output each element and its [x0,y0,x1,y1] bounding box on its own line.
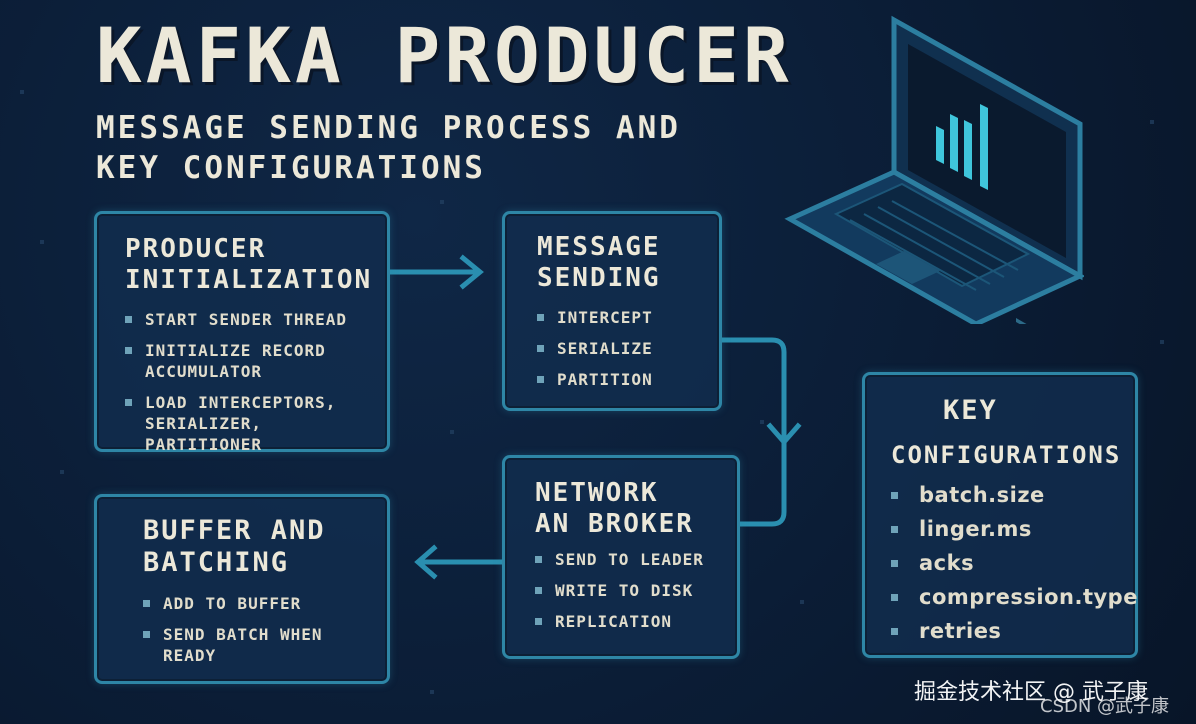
arrow-sending-to-network [719,337,787,439]
background-pixel [800,600,804,604]
arrowhead-sending-to-network [766,422,802,446]
background-pixel [20,90,24,94]
card-key-configurations: KEY CONFIGURATIONS batch.size linger.ms … [862,372,1138,658]
square-bullet-icon [535,556,542,564]
square-bullet-icon [125,399,132,407]
list-item: linger.ms [891,517,1135,541]
card-title-network-broker: NETWORK AN BROKER [535,478,694,539]
step-list: INTERCEPT SERIALIZE PARTITION [537,307,719,390]
list-item: INTERCEPT [537,307,719,328]
card-title-message-sending: MESSAGE SENDING [537,232,661,293]
chart-bars-icon [936,104,988,190]
list-item: retries [891,619,1135,643]
list-item: batch.size [891,483,1135,507]
card-title-key: KEY [943,395,998,426]
square-bullet-icon [125,347,132,355]
list-item: PARTITION [537,369,719,390]
square-bullet-icon [891,560,898,568]
background-pixel [1150,120,1154,124]
background-pixel [60,470,64,474]
square-bullet-icon [535,587,542,595]
list-item: compression.type [891,585,1137,609]
card-message-sending: MESSAGE SENDING INTERCEPT SERIALIZE PART… [502,211,722,411]
page-subtitle: MESSAGE SENDING PROCESS AND KEY CONFIGUR… [96,110,681,186]
watermark-juejin: 掘金技术社区 @ 武子康 [914,680,1148,705]
list-item: SEND BATCH WHEN READY [143,624,387,666]
card-title-buffer-batching: BUFFER AND BATCHING [143,515,326,578]
square-bullet-icon [891,492,898,500]
background-pixel [1160,340,1164,344]
square-bullet-icon [535,618,542,626]
list-item: REPLICATION [535,611,737,632]
square-bullet-icon [143,630,150,638]
square-bullet-icon [537,376,544,384]
list-item: SEND TO LEADER [535,549,737,570]
list-item: ADD TO BUFFER [143,593,387,614]
step-list: START SENDER THREAD INITIALIZE RECORD AC… [125,309,387,455]
background-pixel [440,200,444,204]
laptop-icon [784,15,1084,324]
card-title-configurations: CONFIGURATIONS [891,440,1122,469]
square-bullet-icon [891,526,898,534]
background-pixel [430,690,434,694]
card-producer-initialization: PRODUCER INITIALIZATION START SENDER THR… [94,211,390,455]
square-bullet-icon [891,594,898,602]
watermark-csdn: CSDN @武子康 [1040,696,1170,717]
config-list: batch.size linger.ms acks compression.ty… [891,483,1137,643]
list-item: INITIALIZE RECORD ACCUMULATOR [125,340,387,382]
square-bullet-icon [143,599,150,607]
list-item: WRITE TO DISK [535,580,737,601]
list-item: START SENDER THREAD [125,309,387,330]
background-pixel [40,240,44,244]
card-buffer-batching: BUFFER AND BATCHING ADD TO BUFFER SEND B… [94,494,390,684]
card-title-producer-initialization: PRODUCER INITIALIZATION [125,234,373,295]
square-bullet-icon [537,345,544,353]
card-network-broker: NETWORK AN BROKER SEND TO LEADER WRITE T… [502,455,740,659]
list-item: LOAD INTERCEPTORS, SERIALIZER, PARTITION… [125,392,387,455]
arrowhead-network-to-buffer [414,544,438,580]
step-list: SEND TO LEADER WRITE TO DISK REPLICATION [535,549,737,632]
square-bullet-icon [125,316,132,324]
list-item: acks [891,551,1135,575]
square-bullet-icon [537,314,544,322]
background-pixel [760,420,764,424]
list-item: SERIALIZE [537,338,719,359]
arrowhead-init-to-sending [459,254,484,290]
square-bullet-icon [891,628,898,636]
background-pixel [450,430,454,434]
step-list: ADD TO BUFFER SEND BATCH WHEN READY [143,593,387,666]
page-title: KAFKA PRODUCER [96,11,793,100]
connector-network-join [737,439,787,527]
